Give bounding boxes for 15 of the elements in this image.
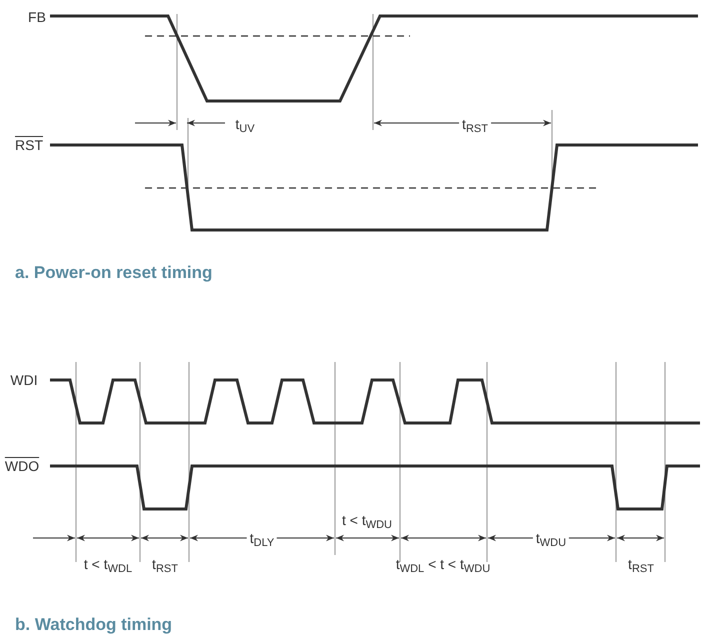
timing-label: t$_{RST}$ <box>459 117 491 135</box>
timing-label: t$_{RST}$ <box>628 557 654 575</box>
timing-label: t$_{UV}$ <box>235 117 255 135</box>
timing-label: t < t$_{WDU}$ <box>342 513 392 531</box>
signal-name: FB <box>28 10 46 24</box>
timing-label: t$_{WDU}$ <box>532 531 570 549</box>
signal-name: WDI <box>10 373 38 387</box>
timing-label: t$_{DLY}$ <box>246 531 278 549</box>
signal-name: WDO <box>4 459 40 473</box>
signal-name: RST <box>15 138 43 152</box>
panel-caption: a. Power-on reset timing <box>15 263 212 283</box>
timing-label: t$_{RST}$ <box>152 557 178 575</box>
panel-caption: b. Watchdog timing <box>15 615 172 635</box>
timing-label: t < t$_{WDL}$ <box>84 557 132 575</box>
timing-label: t$_{WDL}$ < t < t$_{WDU}$ <box>396 557 490 575</box>
